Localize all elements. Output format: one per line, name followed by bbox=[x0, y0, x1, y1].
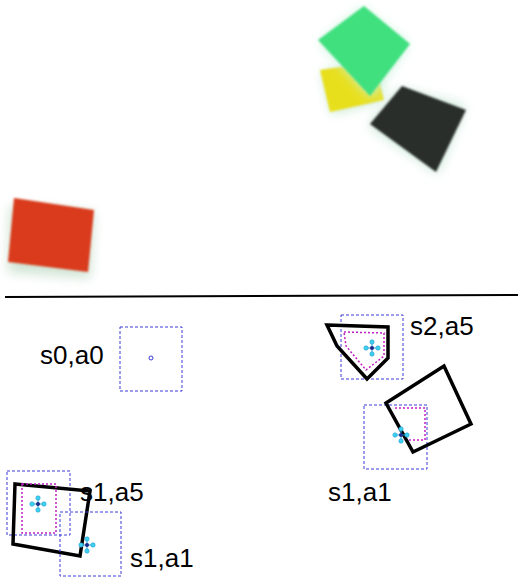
grasp-window bbox=[364, 366, 471, 469]
grasp-window bbox=[120, 327, 182, 391]
grasp-center-marker bbox=[79, 537, 95, 553]
grasp-center-marker bbox=[393, 427, 409, 443]
grasp-window bbox=[327, 315, 403, 379]
state-action-label: s0,a0 bbox=[40, 342, 104, 368]
state-action-label: s1,a1 bbox=[130, 545, 194, 571]
red-cube bbox=[8, 198, 94, 278]
grasp-centers bbox=[30, 340, 409, 553]
state-action-label: s2,a5 bbox=[410, 313, 474, 339]
state-action-label: s1,a5 bbox=[80, 479, 144, 505]
grasp-window bbox=[60, 512, 121, 576]
divider-line bbox=[5, 295, 518, 297]
photo bbox=[8, 6, 466, 278]
green-cube bbox=[318, 6, 410, 98]
black-cube bbox=[368, 86, 466, 174]
grasp-window bbox=[7, 471, 90, 556]
state-action-label: s1,a1 bbox=[328, 479, 392, 505]
grasp-center-marker bbox=[30, 496, 46, 512]
grasp-center-marker bbox=[364, 340, 380, 356]
